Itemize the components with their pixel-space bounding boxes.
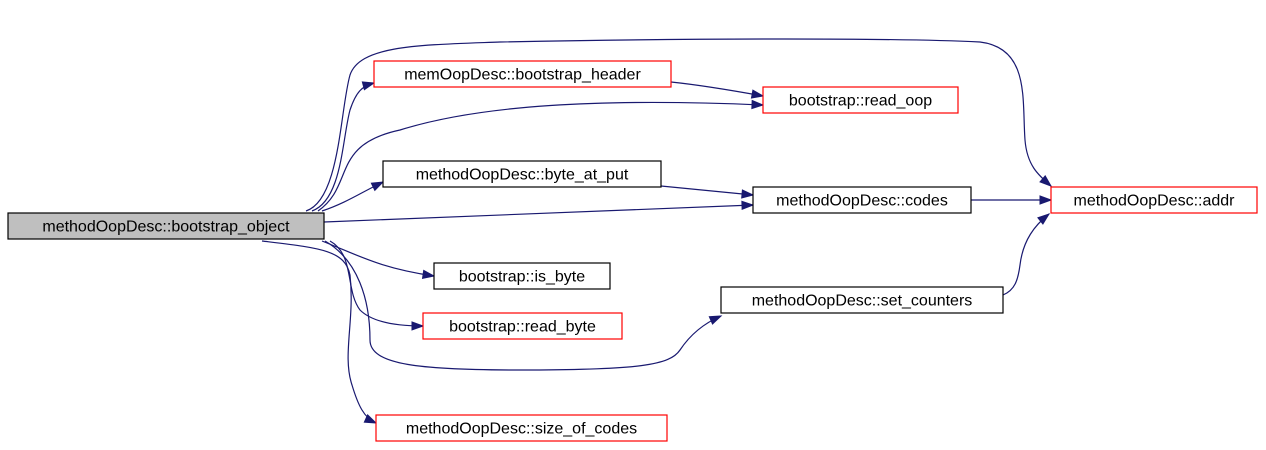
edge-bootstrap_object-to-read_oop: [317, 99, 765, 212]
node-label: bootstrap::is_byte: [459, 269, 585, 286]
edge-line: [660, 185, 754, 196]
node-box: [375, 414, 668, 442]
edge-line: [324, 240, 722, 371]
edge-line: [670, 81, 764, 97]
edge-arrowhead: [741, 200, 755, 211]
edge-line: [311, 82, 375, 212]
edge-line: [321, 240, 435, 277]
edge-bootstrap_object-to-size_of_codes: [261, 240, 378, 424]
node-label: methodOopDesc::codes: [776, 193, 948, 210]
edge-line: [305, 38, 1052, 212]
node-label: bootstrap::read_byte: [449, 319, 596, 336]
edge-arrowhead: [1039, 195, 1053, 205]
edge-line: [317, 101, 764, 212]
edge-line: [329, 240, 424, 327]
node-label: methodOopDesc::set_counters: [752, 293, 973, 310]
edge-line: [1002, 213, 1050, 296]
node-label: bootstrap::read_oop: [789, 93, 932, 110]
edge-line: [261, 240, 377, 424]
edge-arrowhead: [708, 315, 723, 325]
edge-arrowhead: [1037, 213, 1051, 225]
edge-byte_at_put-to-codes: [660, 185, 755, 199]
node-box: [422, 312, 623, 340]
edge-bootstrap_object-to-set_counters: [324, 240, 723, 371]
node-label: methodOopDesc::size_of_codes: [406, 421, 637, 438]
node-label: methodOopDesc::byte_at_put: [416, 167, 629, 184]
node-box: [752, 186, 972, 214]
edge-bootstrap_object-to-bootstrap_header: [311, 81, 376, 212]
edge-bootstrap_object-to-byte_at_put: [321, 181, 385, 212]
edge-bootstrap_object-to-codes: [323, 200, 755, 223]
node-read-oop[interactable]: bootstrap::read_oop: [762, 86, 959, 114]
node-box: [373, 60, 672, 88]
edge-arrowhead: [411, 321, 425, 331]
node-bootstrap-object: methodOopDesc::bootstrap_object: [7, 212, 325, 240]
node-box: [1050, 186, 1258, 214]
edge-arrowhead: [751, 99, 765, 110]
node-is-byte[interactable]: bootstrap::is_byte: [433, 262, 611, 290]
edge-line: [323, 204, 754, 223]
edge-bootstrap_object-to-addr: [305, 38, 1053, 212]
edge-set_counters-to-addr: [1002, 213, 1051, 296]
edge-arrowhead: [363, 413, 378, 424]
edge-arrowhead: [1039, 174, 1053, 187]
node-label: methodOopDesc::addr: [1074, 193, 1236, 210]
edge-bootstrap_object-to-read_byte: [329, 240, 425, 331]
node-box: [382, 160, 662, 188]
node-box: [433, 262, 611, 290]
node-set-counters[interactable]: methodOopDesc::set_counters: [720, 286, 1004, 314]
node-box: [720, 286, 1004, 314]
node-byte-at-put[interactable]: methodOopDesc::byte_at_put: [382, 160, 662, 188]
edge-bootstrap_header-to-read_oop: [670, 81, 765, 99]
nodes-layer: methodOopDesc::bootstrap_object memOopDes…: [7, 60, 1258, 442]
node-bootstrap-header[interactable]: memOopDesc::bootstrap_header: [373, 60, 672, 88]
node-label: methodOopDesc::bootstrap_object: [42, 219, 290, 236]
node-label: memOopDesc::bootstrap_header: [404, 67, 641, 84]
node-box: [762, 86, 959, 114]
node-codes[interactable]: methodOopDesc::codes: [752, 186, 972, 214]
edge-arrowhead: [750, 89, 765, 99]
node-addr[interactable]: methodOopDesc::addr: [1050, 186, 1258, 214]
node-read-byte[interactable]: bootstrap::read_byte: [422, 312, 623, 340]
edge-arrowhead: [741, 189, 755, 199]
edge-arrowhead: [421, 269, 436, 279]
edge-arrowhead: [370, 181, 385, 192]
node-box: [7, 212, 325, 240]
edge-codes-to-addr: [971, 195, 1053, 205]
edge-bootstrap_object-to-is_byte: [321, 240, 436, 279]
node-size-of-codes[interactable]: methodOopDesc::size_of_codes: [375, 414, 668, 442]
edge-arrowhead: [361, 81, 376, 91]
